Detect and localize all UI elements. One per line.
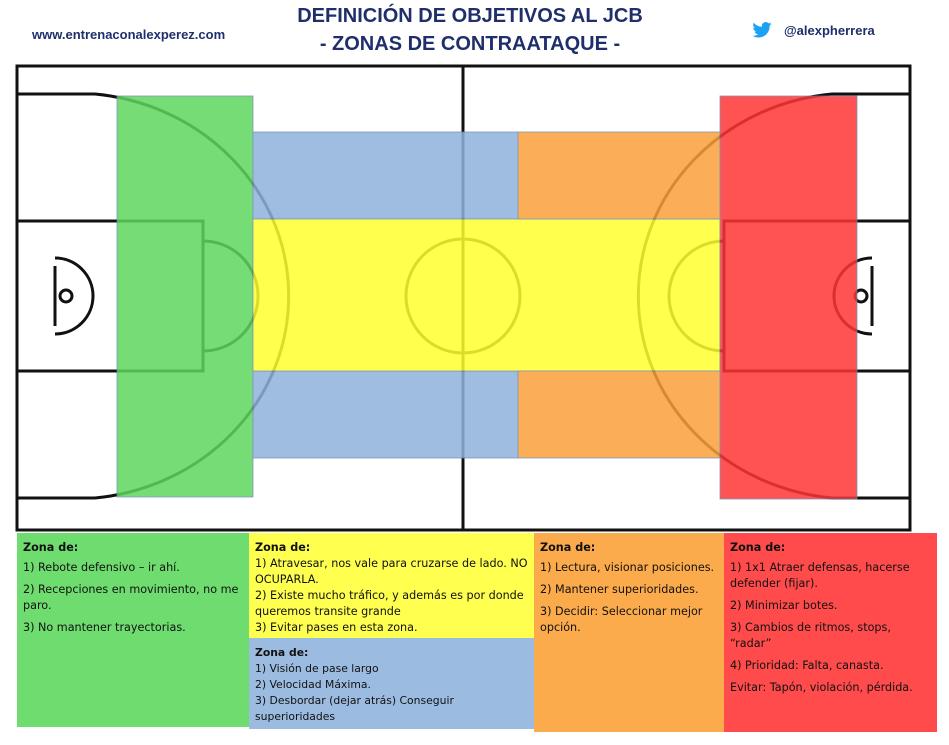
legend-heading: Zona de: bbox=[540, 541, 596, 554]
legend-item: 4) Prioridad: Falta, canasta. bbox=[730, 659, 884, 672]
legend-item: 2) Recepciones en movimiento, no me paro… bbox=[23, 583, 239, 612]
twitter-handle[interactable]: @alexpherrera bbox=[752, 22, 875, 38]
legend-item: 2) Velocidad Máxima. bbox=[255, 678, 371, 691]
legend-red: Zona de: 1) 1x1 Atraer defensas, hacerse… bbox=[724, 533, 937, 732]
legend-heading: Zona de: bbox=[255, 541, 311, 554]
legend-heading: Zona de: bbox=[255, 646, 309, 659]
legend-orange: Zona de: 1) Lectura, visionar posiciones… bbox=[534, 533, 724, 732]
legend-heading: Zona de: bbox=[23, 541, 79, 554]
basketball-court bbox=[15, 64, 912, 532]
legend-yellow: Zona de: 1) Atravesar, nos vale para cru… bbox=[249, 533, 534, 638]
legend-item: 3) Decidir: Seleccionar mejor opción. bbox=[540, 605, 703, 634]
zone-blue-bottom bbox=[252, 370, 519, 459]
legend-item: 2) Minimizar botes. bbox=[730, 599, 838, 612]
legend-item: 3) No mantener trayectorias. bbox=[23, 621, 186, 634]
left-restricted-arc bbox=[54, 256, 95, 336]
legend-blue: Zona de: 1) Visión de pase largo 2) Velo… bbox=[249, 638, 534, 729]
legend-item: 1) 1x1 Atraer defensas, hacerse defender… bbox=[730, 561, 910, 590]
legend-item: 1) Rebote defensivo – ir ahí. bbox=[23, 561, 180, 574]
twitter-bird-icon bbox=[752, 22, 772, 38]
legend-item: 2) Mantener superioridades. bbox=[540, 583, 699, 596]
legend-green: Zona de: 1) Rebote defensivo – ir ahí. 2… bbox=[17, 533, 249, 727]
left-basket bbox=[58, 288, 74, 304]
legend-item: 3) Evitar pases en esta zona. bbox=[255, 621, 418, 634]
legend-item: 2) Existe mucho tráfico, y además es por… bbox=[255, 589, 524, 618]
legend-item: 1) Atravesar, nos vale para cruzarse de … bbox=[255, 557, 528, 586]
zone-yellow bbox=[252, 218, 721, 372]
legend-item: 1) Visión de pase largo bbox=[255, 662, 379, 675]
zone-orange-top bbox=[517, 131, 721, 220]
zone-blue-top bbox=[252, 131, 519, 220]
page-title: DEFINICIÓN DE OBJETIVOS AL JCB - ZONAS D… bbox=[200, 2, 740, 58]
legend-item: Evitar: Tapón, violación, pérdida. bbox=[730, 681, 913, 694]
legend-item: 1) Lectura, visionar posiciones. bbox=[540, 561, 715, 574]
title-line-1: DEFINICIÓN DE OBJETIVOS AL JCB bbox=[297, 5, 643, 27]
legend-item: 3) Cambios de ritmos, stops, “radar” bbox=[730, 621, 891, 650]
zone-orange-bottom bbox=[517, 370, 721, 459]
twitter-handle-text: @alexpherrera bbox=[784, 22, 875, 38]
zone-green bbox=[116, 95, 254, 498]
title-line-2: - ZONAS DE CONTRAATAQUE - bbox=[319, 33, 621, 55]
legend-item: 3) Desbordar (dejar atrás) Conseguir sup… bbox=[255, 694, 454, 723]
website-link[interactable]: www.entrenaconalexperez.com bbox=[32, 27, 226, 42]
zone-red bbox=[719, 95, 858, 500]
legend-heading: Zona de: bbox=[730, 541, 786, 554]
